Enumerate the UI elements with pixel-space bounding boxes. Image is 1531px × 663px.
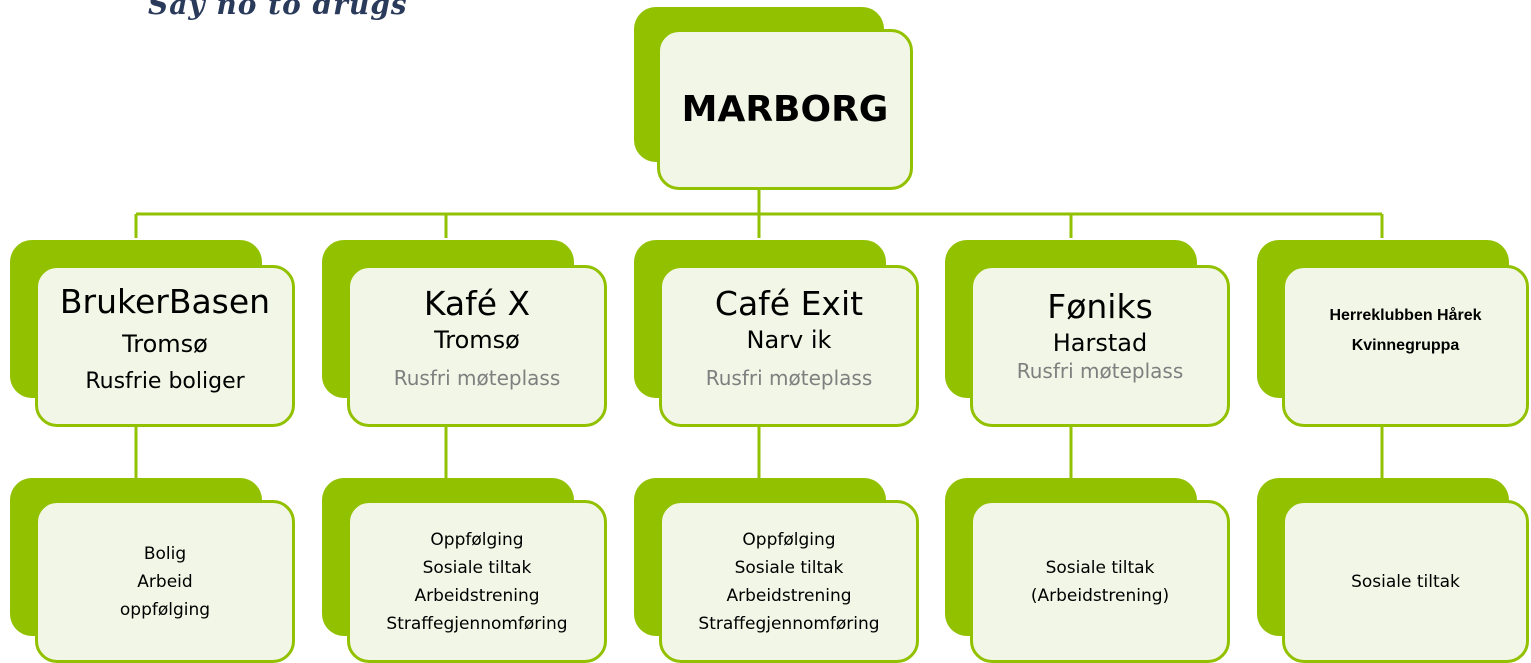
activity-item: Arbeidstrening (726, 585, 852, 606)
unit-focus: Rusfri møteplass (1016, 359, 1184, 383)
unit-box-brukerbasen: BrukerBasen Tromsø Rusfrie boliger (35, 265, 295, 427)
unit-name: Kafé X (423, 284, 531, 323)
unit-place: Tromsø (122, 330, 208, 358)
logo-text: Say no to drugs (148, 0, 408, 21)
activity-item: Arbeid (137, 571, 193, 592)
activity-item: Oppfølging (430, 529, 524, 550)
activities-box-4: Sosiale tiltak (Arbeidstrening) (970, 500, 1230, 663)
unit-name: Føniks (1047, 287, 1153, 326)
activity-item: (Arbeidstrening) (1030, 585, 1170, 606)
unit-focus: Rusfrie boliger (85, 369, 245, 394)
unit-box-cafe-exit: Café Exit Narv ik Rusfri møteplass (659, 265, 919, 427)
activity-item: Oppfølging (742, 529, 836, 550)
unit-name: BrukerBasen (59, 282, 271, 321)
root-title: MARBORG (681, 89, 889, 130)
activity-item: Straffegjennomføring (698, 613, 880, 634)
unit-place: Kvinnegruppa (1351, 337, 1460, 354)
unit-box-foniks: Føniks Harstad Rusfri møteplass (970, 265, 1230, 427)
activity-item: Straffegjennomføring (386, 613, 568, 634)
activity-item: Sosiale tiltak (1045, 557, 1155, 578)
unit-focus: Rusfri møteplass (393, 366, 561, 390)
unit-box-herreklubben: Herreklubben Hårek Kvinnegruppa (1282, 265, 1529, 427)
activity-item: Sosiale tiltak (1351, 571, 1460, 592)
root-box: MARBORG (657, 29, 913, 190)
activity-item: Arbeidstrening (414, 585, 540, 606)
activity-item: oppfølging (119, 599, 211, 620)
activities-box-2: Oppfølging Sosiale tiltak Arbeidstrening… (347, 500, 607, 663)
activity-item: Sosiale tiltak (422, 557, 532, 578)
unit-name: Café Exit (714, 284, 864, 323)
activity-item: Sosiale tiltak (734, 557, 844, 578)
activities-box-5: Sosiale tiltak (1282, 500, 1529, 663)
unit-place: Narv ik (746, 326, 832, 354)
activities-box-3: Oppfølging Sosiale tiltak Arbeidstrening… (659, 500, 919, 663)
unit-focus: Rusfri møteplass (705, 366, 873, 390)
logo: Say no to drugs (148, 0, 408, 24)
activities-box-1: Bolig Arbeid oppfølging (35, 500, 295, 663)
activity-item: Bolig (143, 543, 187, 564)
unit-name: Herreklubben Hårek (1329, 307, 1482, 324)
unit-box-kafe-x: Kafé X Tromsø Rusfri møteplass (347, 265, 607, 427)
unit-place: Tromsø (434, 326, 520, 354)
unit-place: Harstad (1052, 329, 1148, 357)
